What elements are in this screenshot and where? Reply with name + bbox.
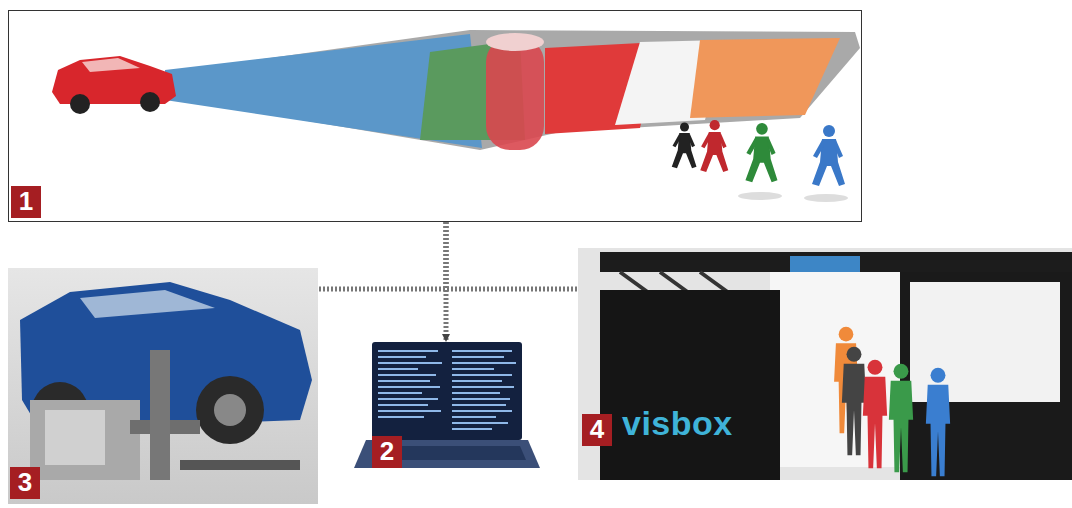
brand-text: visbox <box>622 404 733 443</box>
callout-number: 4 <box>582 414 612 446</box>
callout-number: 3 <box>10 467 40 499</box>
panel: 1 <box>8 10 862 222</box>
dotted-connector <box>318 222 446 289</box>
panel: 3 <box>8 268 318 504</box>
callout-number: 1 <box>11 186 41 218</box>
panel: 4 <box>578 248 1072 480</box>
dotted-connector <box>446 222 578 289</box>
callout-number: 2 <box>372 436 402 468</box>
panel: 2 <box>368 340 540 472</box>
